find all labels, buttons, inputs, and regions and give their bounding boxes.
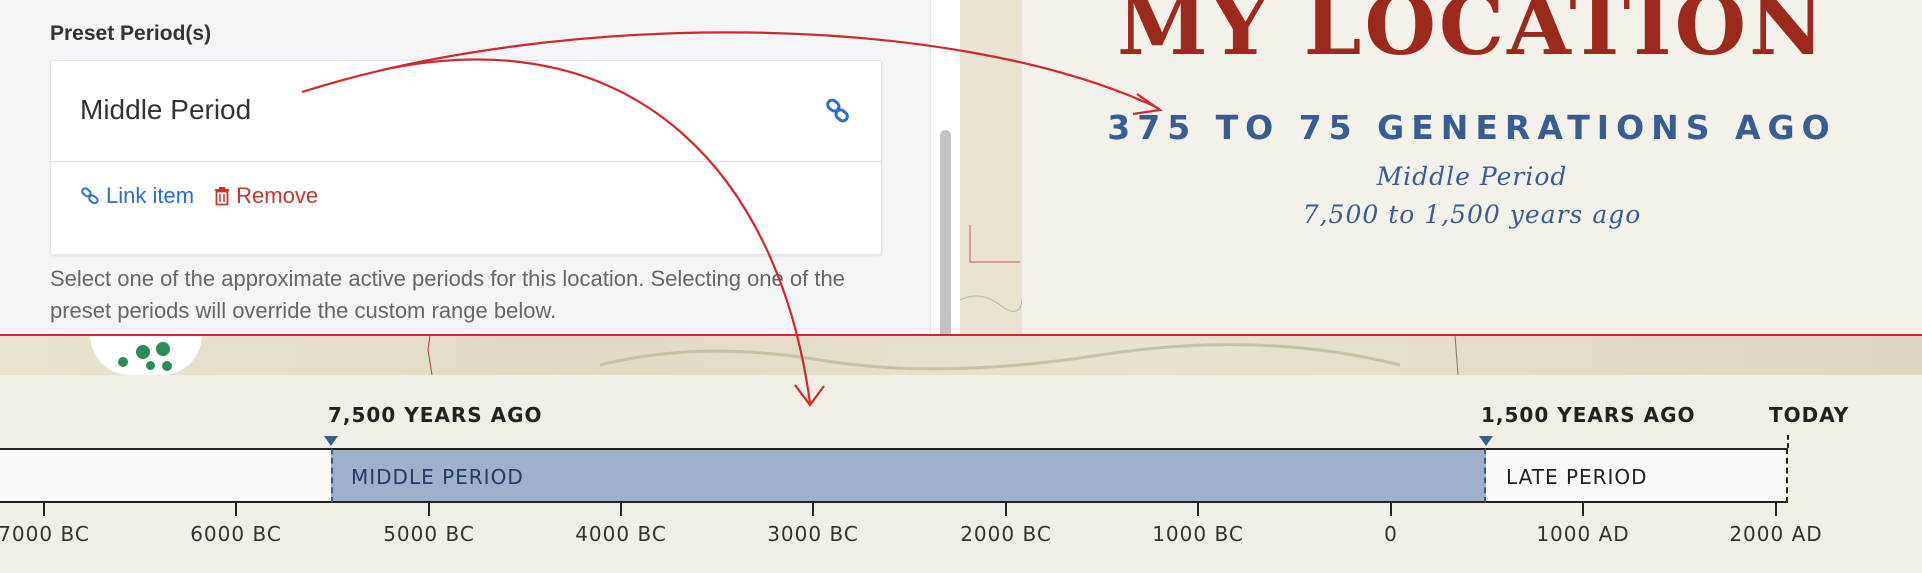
axis-label: 4000 BC <box>575 522 667 546</box>
remove-label: Remove <box>236 183 319 208</box>
link-item-button[interactable]: Link item <box>80 183 194 209</box>
logo-dot <box>156 342 170 356</box>
axis-label: 1000 BC <box>1152 522 1244 546</box>
section-divider <box>0 334 1922 336</box>
preset-help-text: Select one of the approximate active per… <box>50 266 845 323</box>
axis-tick <box>428 503 430 516</box>
axis-tick <box>235 503 237 516</box>
axis-label: 0 <box>1384 522 1398 546</box>
map-roads <box>960 0 1022 335</box>
axis-label: 5000 BC <box>383 522 475 546</box>
selected-period-title: Middle Period <box>80 94 252 125</box>
axis-label: 2000 BC <box>960 522 1052 546</box>
location-title: MY LOCATION <box>1116 0 1828 74</box>
marker-today-label: TODAY <box>1769 403 1850 427</box>
axis-label: 1000 AD <box>1536 522 1630 546</box>
logo-dot <box>162 361 172 371</box>
map-strip <box>0 334 1922 376</box>
axis-label: 2000 AD <box>1729 522 1823 546</box>
map-background <box>960 0 1022 335</box>
period-timeline: 7,500 YEARS AGO 1,500 YEARS AGO TODAY MI… <box>0 375 1922 573</box>
preview-period-range: 7,500 to 1,500 years ago <box>1302 200 1642 229</box>
panel-scrollbar[interactable] <box>930 0 960 340</box>
early-period-bar <box>0 448 331 503</box>
axis-label: 7000 BC <box>0 522 90 546</box>
scrollbar-thumb[interactable] <box>940 130 951 340</box>
axis-tick <box>620 503 622 516</box>
map-terrain <box>427 334 1459 376</box>
axis-label: 6000 BC <box>190 522 282 546</box>
logo-dot <box>146 361 155 370</box>
marker-start-label: 7,500 YEARS AGO <box>328 403 543 427</box>
selected-item-row[interactable]: Middle Period <box>51 61 881 162</box>
location-preview: MY LOCATION 375 TO 75 GENERATIONS AGO Mi… <box>1022 0 1922 335</box>
middle-period-label: MIDDLE PERIOD <box>351 465 524 489</box>
axis-tick <box>1005 503 1007 516</box>
today-marker <box>1787 435 1789 448</box>
start-marker-icon <box>324 436 338 446</box>
logo-badge <box>90 335 202 375</box>
editor-panel: Preset Period(s) Middle Period Link item <box>0 0 930 335</box>
end-marker-icon <box>1479 436 1493 446</box>
axis-tick <box>1775 503 1777 516</box>
card-actions: Link item Remove <box>80 183 318 212</box>
logo-dot <box>136 345 150 359</box>
axis-tick <box>43 503 45 516</box>
marker-end-label: 1,500 YEARS AGO <box>1481 403 1696 427</box>
axis-tick <box>1582 503 1584 516</box>
middle-period-bar: MIDDLE PERIOD <box>331 448 1486 503</box>
late-period-label: LATE PERIOD <box>1506 465 1648 489</box>
generations-text: 375 TO 75 GENERATIONS AGO <box>1107 108 1837 147</box>
logo-dot <box>118 357 128 367</box>
axis-label: 3000 BC <box>767 522 859 546</box>
link-item-label: Link item <box>106 183 195 208</box>
trash-icon <box>215 187 230 206</box>
link-icon <box>81 187 99 205</box>
preview-period-name: Middle Period <box>1376 162 1568 191</box>
late-period-bar: LATE PERIOD <box>1486 448 1788 503</box>
axis-tick <box>1390 503 1392 516</box>
axis-tick <box>1197 503 1199 516</box>
remove-button[interactable]: Remove <box>214 183 318 209</box>
preset-period-card: Middle Period Link item <box>50 60 882 255</box>
preset-periods-label: Preset Period(s) <box>50 22 212 45</box>
link-icon[interactable] <box>823 96 853 126</box>
axis-tick <box>812 503 814 516</box>
